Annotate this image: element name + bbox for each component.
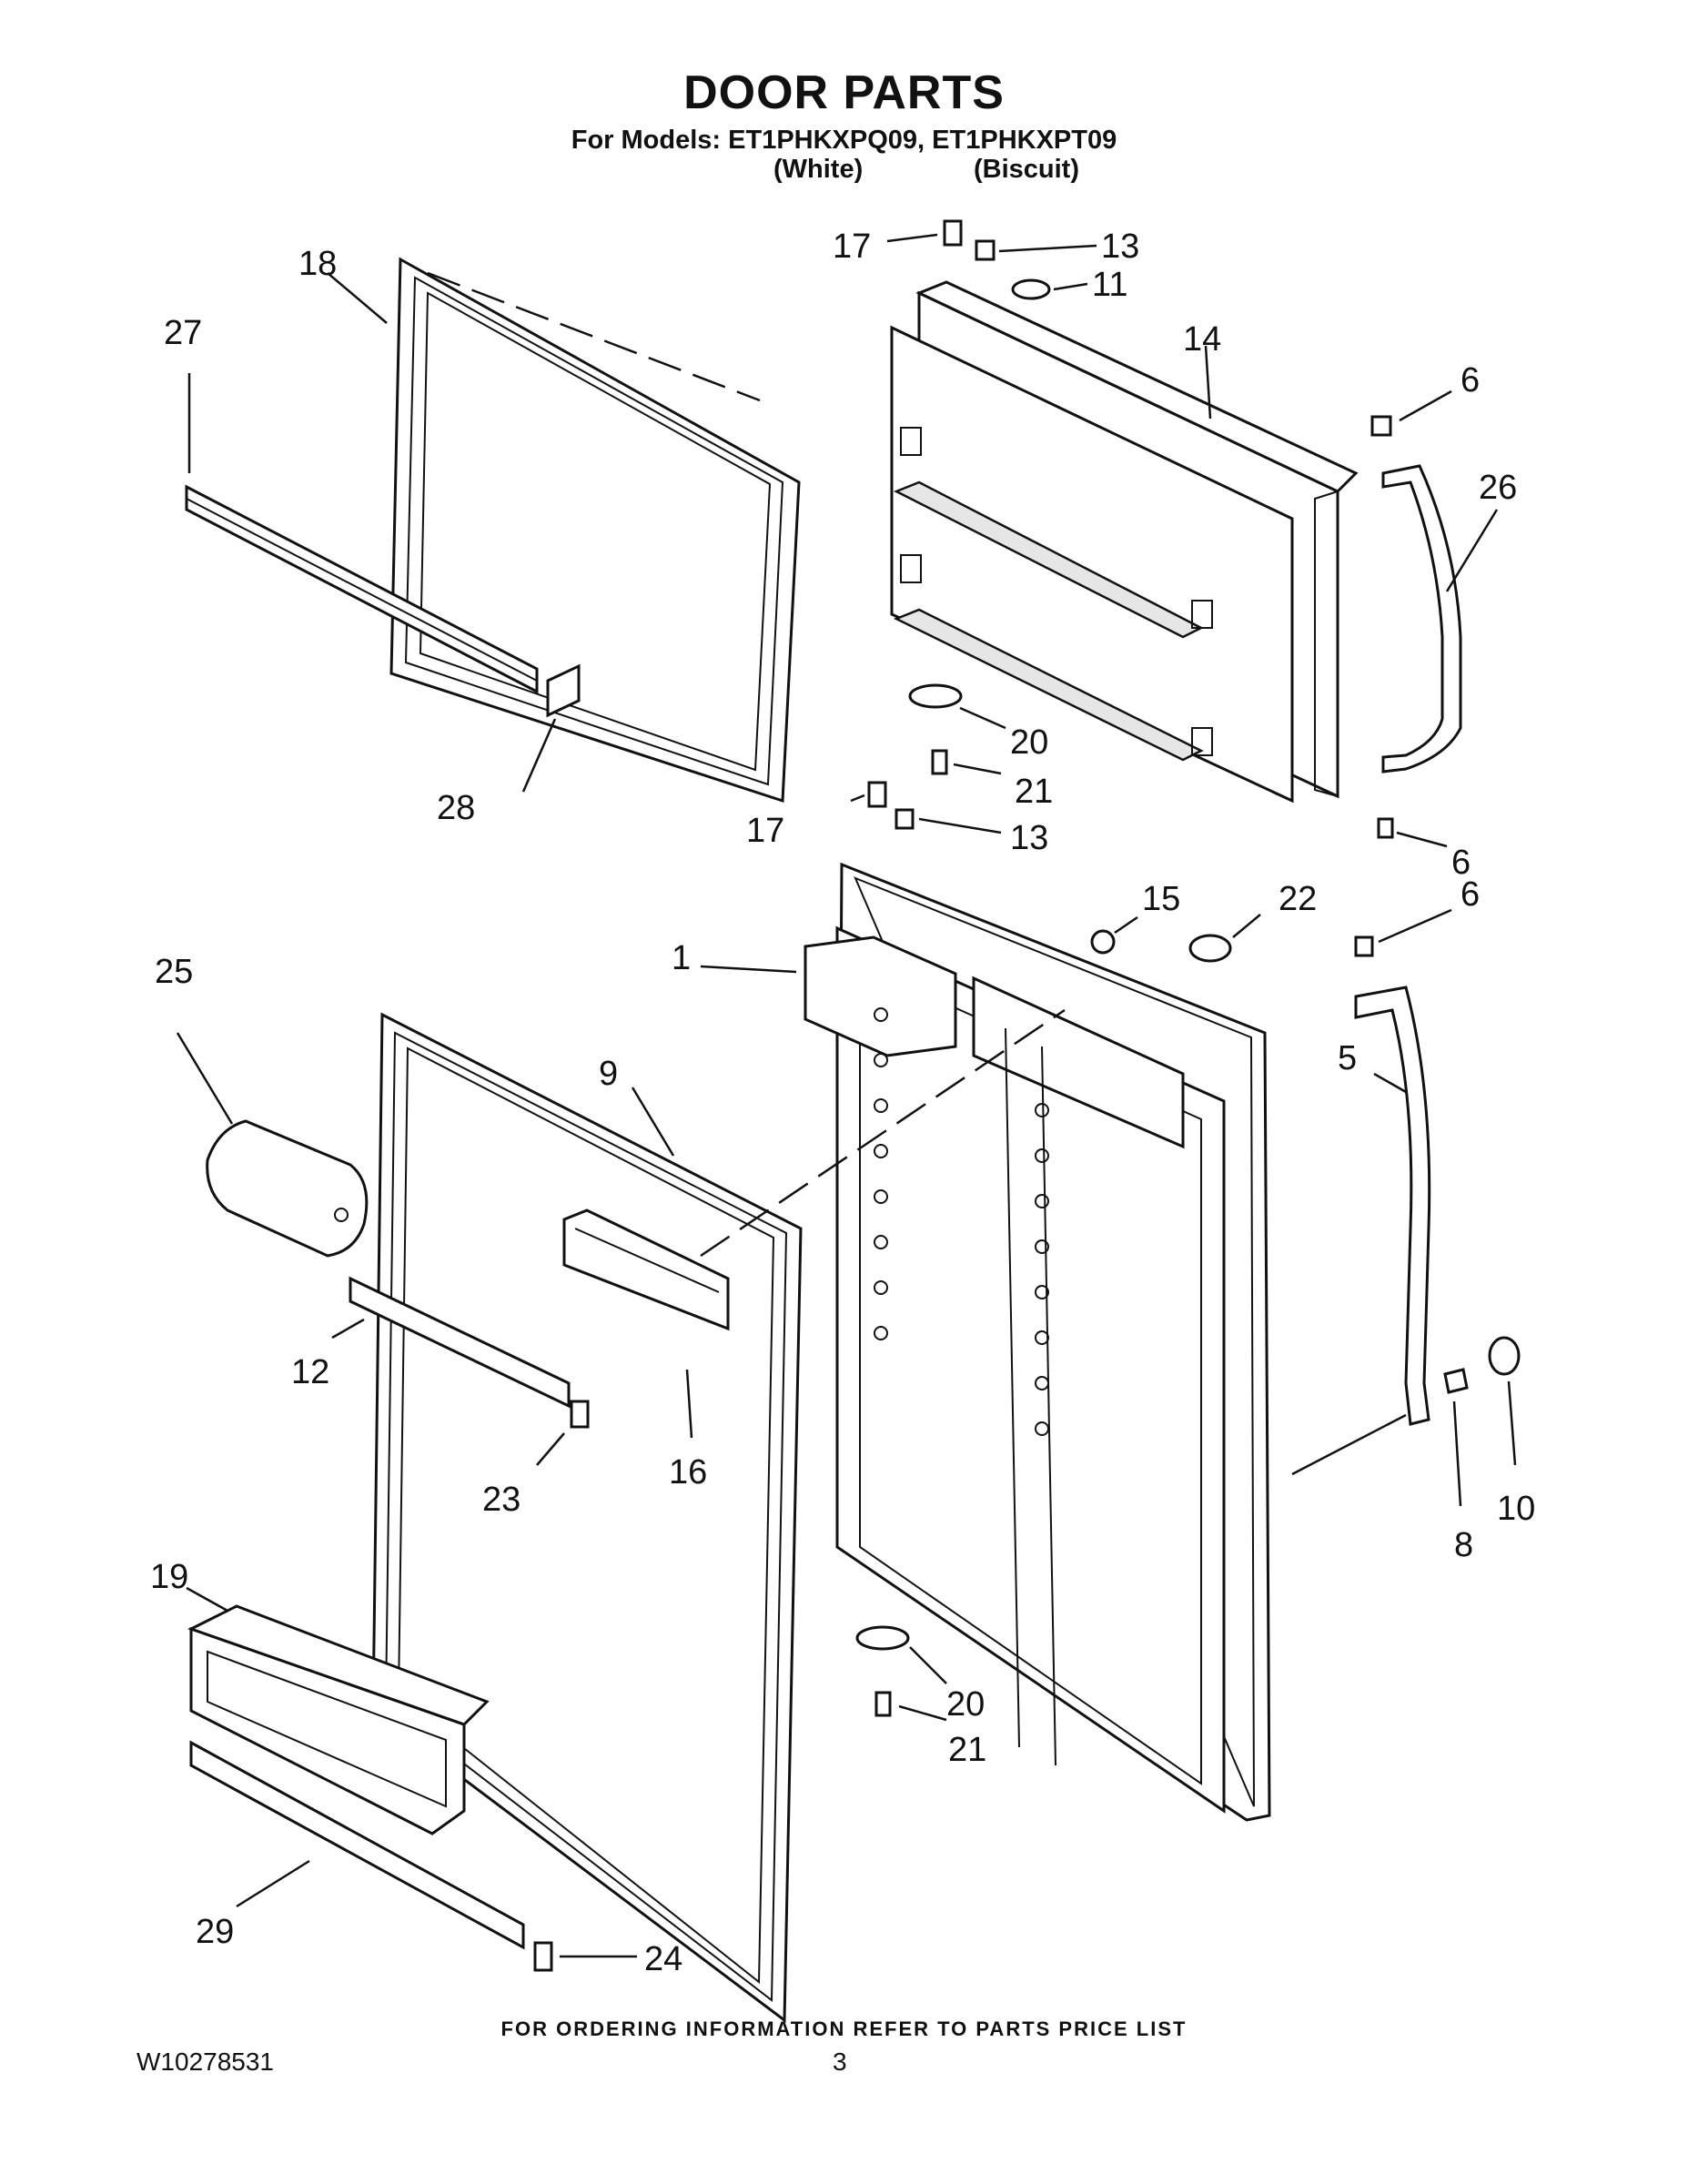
- ordering-note: FOR ORDERING INFORMATION REFER TO PARTS …: [500, 2017, 1188, 2040]
- callout-26: 26: [1479, 469, 1517, 507]
- callout-27: 27: [164, 314, 202, 352]
- callout-9: 9: [599, 1055, 618, 1093]
- callout-16: 16: [669, 1453, 707, 1491]
- part-24-end-cap: [533, 1941, 553, 1972]
- callout-20-top: 20: [1010, 723, 1048, 762]
- callout-21-top: 21: [1015, 773, 1053, 811]
- part-14-freezer-liner: [890, 280, 1359, 804]
- callout-29: 29: [196, 1913, 234, 1951]
- dashed-guide-fresh-food: [700, 1008, 1066, 1258]
- callout-6-lower: 6: [1461, 875, 1480, 914]
- callout-15: 15: [1142, 880, 1180, 918]
- callout-22: 22: [1279, 880, 1317, 918]
- document-number: W10278531: [136, 2048, 275, 2076]
- part-9-fresh-food-gasket: [371, 1012, 803, 2023]
- callout-11: 11: [1092, 266, 1127, 304]
- callout-1: 1: [672, 939, 691, 977]
- part-16-dairy-lid: [562, 1208, 730, 1331]
- part-26-freezer-handle: [1381, 464, 1462, 774]
- part-1-fresh-food-liner: [804, 862, 1271, 1822]
- callout-5: 5: [1338, 1039, 1357, 1077]
- models-line: For Models: ET1PHKXPQ09, ET1PHKXPT09: [571, 126, 1117, 155]
- callout-6-top: 6: [1461, 361, 1480, 399]
- callout-leaders: [176, 233, 1517, 1958]
- part-23-end-cap: [570, 1400, 590, 1429]
- callout-10: 10: [1497, 1490, 1535, 1528]
- page-number: 3: [833, 2048, 847, 2076]
- hardware-parts: [855, 219, 1521, 1717]
- callout-19: 19: [150, 1558, 188, 1596]
- callout-13-mid: 13: [1010, 819, 1048, 857]
- variant-biscuit: (Biscuit): [974, 155, 1079, 184]
- part-19-door-bin: [187, 1604, 490, 1835]
- callout-28: 28: [437, 789, 475, 827]
- callout-23: 23: [482, 1481, 521, 1519]
- part-27-freezer-trim: [185, 484, 539, 694]
- guide-handle-5: [1291, 1413, 1407, 1476]
- dashed-guide-freezer: [427, 271, 761, 402]
- callout-20-lower: 20: [946, 1685, 985, 1724]
- callout-17-mid: 17: [746, 812, 784, 850]
- callout-8: 8: [1454, 1526, 1473, 1564]
- callout-13: 13: [1101, 228, 1139, 266]
- part-25-dairy-door: [206, 1119, 369, 1258]
- callout-12: 12: [291, 1353, 329, 1391]
- callout-6-mid: 6: [1451, 844, 1471, 882]
- part-29-bin-trim: [189, 1740, 525, 1950]
- part-5-fresh-food-handle: [1354, 986, 1431, 1426]
- callout-25: 25: [155, 953, 193, 991]
- part-18-freezer-gasket: [389, 257, 801, 804]
- callout-18: 18: [298, 245, 337, 283]
- page-title: DOOR PARTS: [683, 66, 1005, 119]
- callout-21-lower: 21: [948, 1731, 986, 1769]
- callout-labels: 17 13 11 14 18 27 6 26 20 21 28 17 13 6 …: [150, 228, 1535, 1978]
- callout-24: 24: [644, 1940, 682, 1978]
- variant-white: (White): [773, 155, 864, 184]
- part-12-shelf-trim: [349, 1276, 571, 1409]
- callout-14: 14: [1183, 320, 1221, 359]
- part-28-end-cap: [546, 663, 581, 718]
- callout-17: 17: [833, 228, 871, 266]
